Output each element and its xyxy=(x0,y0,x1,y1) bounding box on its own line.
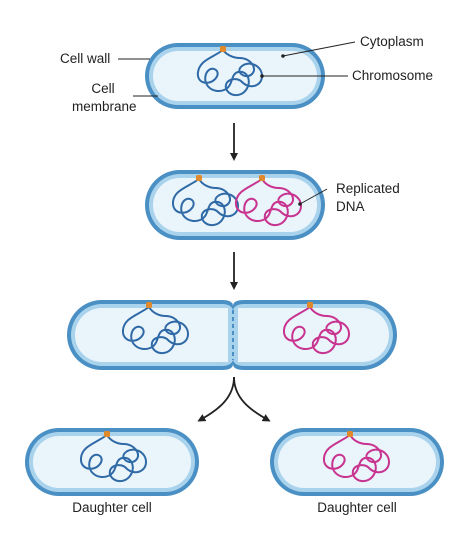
replicating-origin-copy xyxy=(259,175,265,181)
dividing-chromosome-right xyxy=(282,305,351,354)
replicating-cell xyxy=(145,170,325,240)
daughter-left-chromosome xyxy=(79,433,148,482)
dividing-origin-left xyxy=(146,302,152,308)
leader-replicated-dna-dot xyxy=(298,202,302,206)
daughter-left-cytoplasm xyxy=(33,436,191,488)
leader-cytoplasm xyxy=(282,41,356,57)
label-daughter-cell-right: Daughter cell xyxy=(317,500,397,515)
label-cell-wall: Cell wall xyxy=(60,51,111,66)
arrow-split-left xyxy=(197,376,235,422)
replicating-origin-original xyxy=(196,175,202,181)
dividing-chromosome-left xyxy=(121,305,190,354)
leader-cytoplasm-dot xyxy=(281,54,285,58)
replicating-chromosome-original xyxy=(171,177,240,226)
daughter-right-chromosome xyxy=(322,433,391,482)
parent-cytoplasm xyxy=(153,51,317,101)
daughter-cell-left xyxy=(25,428,199,496)
replicating-chromosome-copy xyxy=(234,177,303,226)
label-cytoplasm: Cytoplasm xyxy=(360,34,424,49)
label-chromosome: Chromosome xyxy=(352,68,434,83)
dividing-cell xyxy=(67,300,397,370)
daughter-left-origin xyxy=(104,431,110,437)
parent-origin xyxy=(220,46,226,52)
dividing-origin-right xyxy=(307,302,313,308)
dividing-cytoplasm-right xyxy=(238,308,389,362)
leader-chromosome-dot xyxy=(260,74,264,78)
parent-cell xyxy=(145,43,325,109)
arrow-split-right xyxy=(233,376,271,422)
label-cell-membrane-line1: Cell xyxy=(91,81,115,96)
leader-replicated-dna xyxy=(299,188,328,205)
label-replicated-dna-line2: DNA xyxy=(336,199,365,214)
label-cell-membrane-line2: membrane xyxy=(72,99,137,114)
parent-chromosome xyxy=(196,48,264,96)
label-replicated-dna-line1: Replicated xyxy=(336,181,400,196)
label-daughter-cell-left: Daughter cell xyxy=(72,500,152,515)
replicating-cytoplasm xyxy=(153,178,317,232)
daughter-cell-right xyxy=(270,428,444,496)
dividing-cytoplasm-left xyxy=(75,308,228,362)
daughter-right-cytoplasm xyxy=(278,436,436,488)
daughter-right-origin xyxy=(347,431,353,437)
